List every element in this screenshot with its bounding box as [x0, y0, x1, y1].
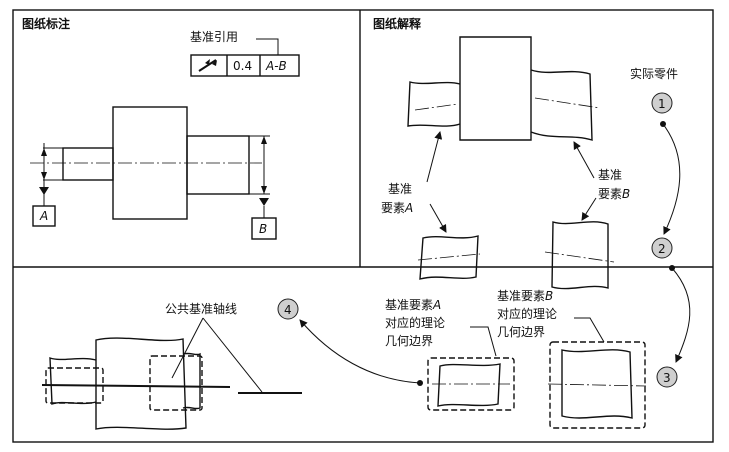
actual-part-label: 实际零件: [630, 66, 678, 81]
datum-feature-a-word: 要素: [381, 201, 405, 215]
boundary-a-word: 基准要素: [385, 298, 433, 312]
common-datum-axis-label: 公共基准轴线: [165, 301, 237, 316]
boundary-a-line2: 对应的理论: [385, 315, 445, 330]
datum-b-in-boundary: [547, 341, 647, 429]
panel-title-drawing-notation: 图纸标注: [22, 16, 70, 31]
boundary-b-line3: 几何边界: [497, 325, 545, 339]
step-2-number: 2: [658, 242, 666, 256]
datum-feature-b-word: 要素: [598, 187, 622, 201]
boundary-b-line1: 基准要素B: [497, 289, 553, 303]
boundary-a-line3: 几何边界: [385, 334, 433, 348]
boundary-b-line2: 对应的理论: [497, 306, 557, 321]
extracted-datum-feature-b: [544, 221, 615, 290]
datum-feature-b-line1: 基准: [598, 168, 622, 182]
drawing-interpretation-panel: 基准 要素A 基准 要素B 实际零件 1 2: [381, 36, 691, 388]
datum-reference-label: 基准引用: [190, 30, 238, 44]
outer-frame: [12, 9, 714, 443]
feature-control-frame: 0.4 A-B: [190, 54, 300, 77]
datum-feature-a-line2: 要素A: [381, 201, 413, 215]
datum-feature-a-line1: 基准: [388, 182, 412, 196]
step-3-marker: 3: [656, 366, 678, 388]
arrow-b-to-extracted: [581, 197, 597, 221]
datum-reference-leader: [256, 38, 279, 55]
datum-a-in-boundary: [427, 357, 515, 411]
step-1-number: 1: [658, 97, 666, 111]
arrow-b-to-part: [573, 141, 595, 179]
datum-feature-a-symbol: A: [32, 143, 63, 227]
step-3-to-4-connector: [299, 319, 421, 384]
arrow-a-to-part: [426, 131, 443, 183]
datum-reference-letters: A-B: [265, 59, 287, 73]
datum-letter-b: B: [259, 222, 267, 236]
step-2-marker: 2: [651, 237, 673, 259]
step-4-number: 4: [284, 303, 292, 317]
datum-letter-a: A: [39, 209, 48, 223]
panel-title-drawing-interpretation: 图纸解释: [373, 16, 422, 31]
part-with-datum-boundaries: [41, 337, 302, 430]
step-1-marker: 1: [651, 92, 673, 114]
circular-runout-icon: [198, 59, 217, 72]
drawing-notation-panel: 基准引用 0.4 A-B: [30, 30, 300, 240]
tolerance-value: 0.4: [233, 59, 252, 73]
boundary-a-leader: [470, 326, 497, 357]
datum-feature-b-line2: 要素B: [598, 187, 630, 201]
step-2-to-3-connector: [671, 267, 691, 363]
datum-feature-b-symbol: B: [249, 135, 277, 240]
boundary-b-letter: B: [545, 289, 553, 303]
arrow-a-to-extracted: [429, 203, 447, 233]
boundary-a-letter: A: [432, 298, 441, 312]
step-1-to-2-connector: [662, 123, 681, 235]
datum-feature-b-letter: B: [622, 187, 630, 201]
extracted-datum-feature-a: [417, 235, 481, 280]
boundary-a-line1: 基准要素A: [385, 298, 441, 312]
step-4-marker: 4: [277, 298, 299, 320]
axis-leader-right: [202, 317, 263, 393]
bottom-panel: 公共基准轴线 4 基准要素A 对应的理论 几何边界 基准要素B 对应的理论 几何…: [41, 289, 647, 430]
step-4-dot: [417, 380, 423, 386]
actual-part-drawing: [407, 36, 601, 141]
boundary-b-word: 基准要素: [497, 289, 545, 303]
step-3-number: 3: [663, 371, 671, 385]
axis-leader-left: [171, 317, 204, 379]
boundary-b-leader: [574, 317, 605, 343]
datum-feature-a-letter: A: [404, 201, 413, 215]
shaft-part-drawing: [30, 106, 262, 220]
